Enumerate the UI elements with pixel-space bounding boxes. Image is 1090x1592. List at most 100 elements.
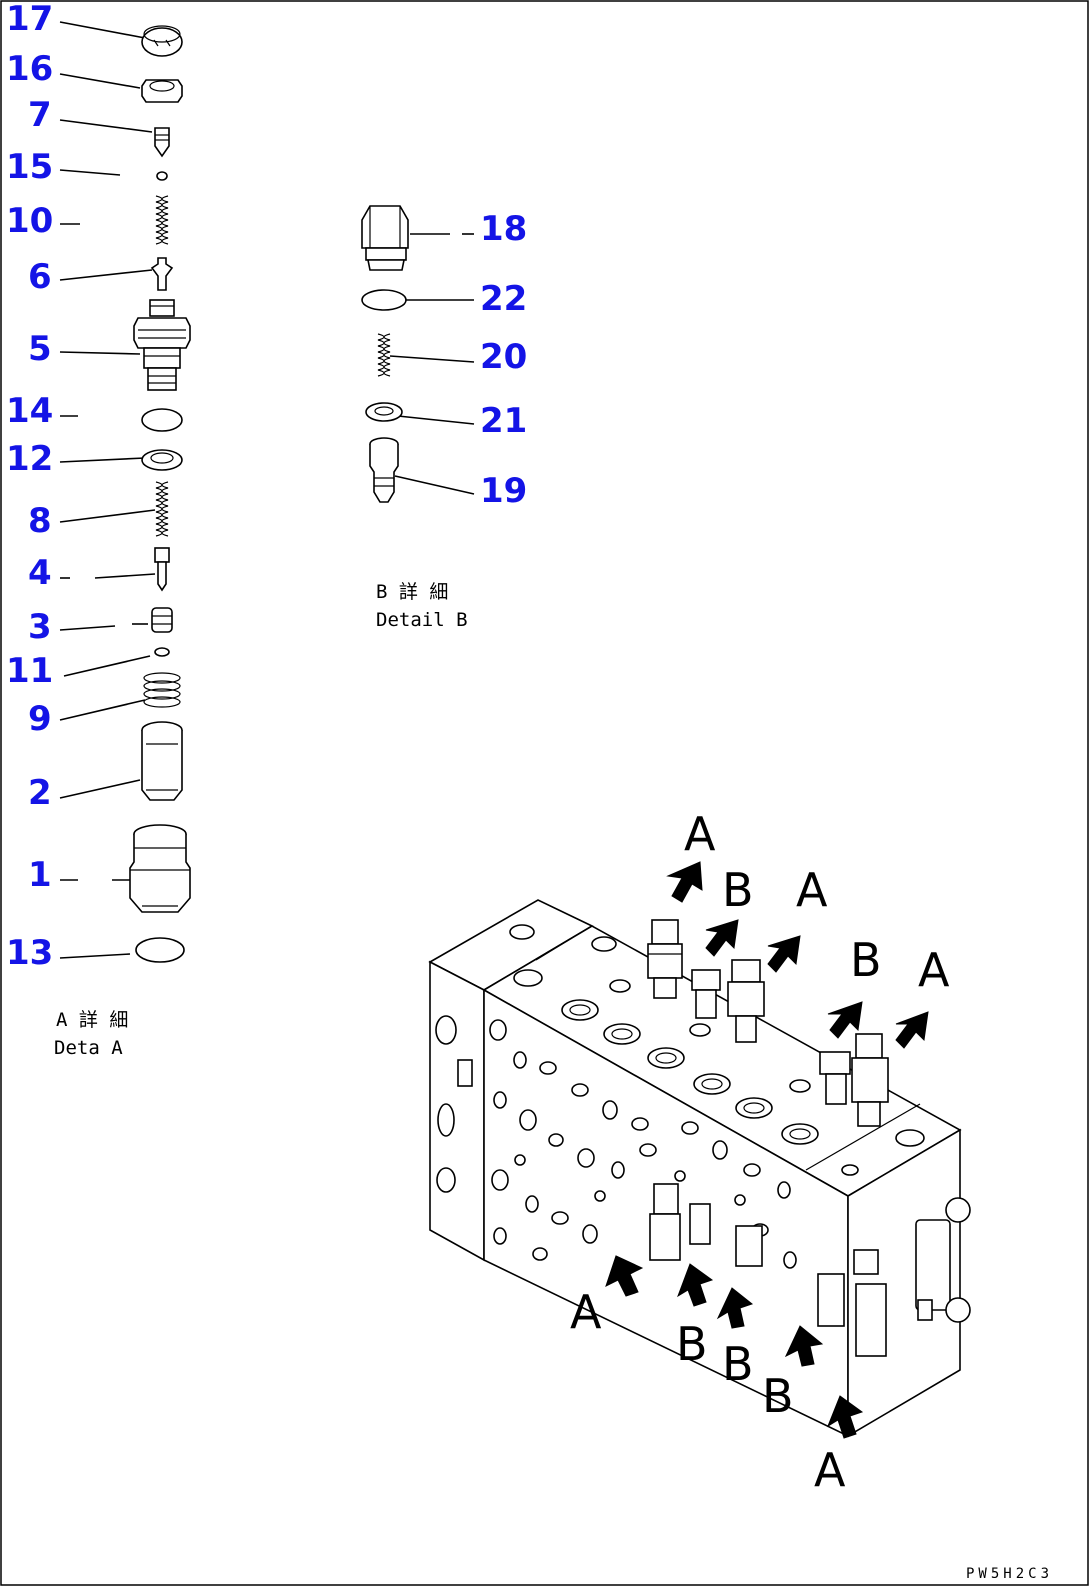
front-valves — [649, 1183, 887, 1357]
part-number-2[interactable]: 2 — [28, 773, 52, 813]
part-number-15[interactable]: 15 — [6, 147, 53, 187]
callout-a-3[interactable]: A — [918, 943, 950, 997]
part-9-spring — [143, 672, 181, 708]
front-port — [525, 1195, 539, 1213]
part-number-9[interactable]: 9 — [28, 699, 52, 739]
front-port — [712, 1140, 728, 1160]
part-8-spring — [155, 481, 169, 537]
part-4-piston — [154, 547, 170, 592]
front-port — [551, 1211, 569, 1225]
front-port — [594, 1190, 606, 1202]
callout-b-4[interactable]: B — [722, 1337, 754, 1391]
detail-a-caption-en: Deta A — [54, 1037, 123, 1059]
part-number-14[interactable]: 14 — [6, 391, 53, 431]
callout-a-1[interactable]: A — [684, 807, 716, 861]
part-2-spool — [141, 721, 183, 801]
callout-b-2[interactable]: B — [850, 933, 882, 987]
detail-b-parts — [361, 205, 409, 503]
part-13-o-ring — [135, 937, 185, 963]
front-port — [491, 1169, 509, 1191]
part-number-16[interactable]: 16 — [6, 49, 53, 89]
part-number-1[interactable]: 1 — [28, 855, 52, 895]
callout-b-1[interactable]: B — [722, 863, 754, 917]
part-number-5[interactable]: 5 — [28, 329, 52, 369]
valve-body-end — [847, 1128, 961, 1438]
part-number-11[interactable]: 11 — [6, 651, 53, 691]
part-number-22[interactable]: 22 — [480, 279, 527, 319]
callout-b-3[interactable]: B — [676, 1317, 708, 1371]
part-number-20[interactable]: 20 — [480, 337, 527, 377]
part-17-cap — [141, 25, 183, 57]
detail-b-callouts: 18 22 20 21 19 — [480, 209, 527, 511]
part-number-7[interactable]: 7 — [28, 95, 52, 135]
part-number-4[interactable]: 4 — [28, 553, 52, 593]
front-port — [582, 1224, 598, 1244]
part-16-nut — [141, 79, 183, 103]
control-valve-assembly: A B A B A A B B B A — [428, 807, 971, 1497]
part-14-o-ring — [141, 408, 183, 432]
part-number-3[interactable]: 3 — [28, 607, 52, 647]
callout-a-5[interactable]: A — [814, 1443, 846, 1497]
detail-b-caption-jp: B 詳 細 — [376, 581, 448, 603]
part-number-8[interactable]: 8 — [28, 501, 52, 541]
front-port — [571, 1083, 589, 1097]
part-number-18[interactable]: 18 — [480, 209, 527, 249]
part-6-poppet — [150, 257, 174, 291]
callout-b-5[interactable]: B — [762, 1369, 794, 1423]
callout-a-4[interactable]: A — [570, 1285, 602, 1339]
drawing-code: PW5H2C3 — [966, 1566, 1053, 1582]
part-11-ring — [154, 647, 170, 657]
relief-valve-5 — [851, 1033, 889, 1127]
part-number-12[interactable]: 12 — [6, 439, 53, 479]
front-port — [743, 1163, 761, 1177]
front-port — [681, 1121, 699, 1135]
part-5-valve-body — [133, 299, 191, 391]
top-relief-valves — [647, 919, 889, 1127]
part-number-10[interactable]: 10 — [6, 201, 53, 241]
part-15-ring — [156, 171, 168, 181]
part-number-21[interactable]: 21 — [480, 401, 527, 441]
front-port — [519, 1109, 537, 1131]
relief-valve-3 — [727, 959, 765, 1043]
part-number-13[interactable]: 13 — [6, 933, 53, 973]
front-port — [548, 1133, 564, 1147]
relief-valve-1 — [647, 919, 683, 999]
part-1-housing — [129, 824, 191, 913]
detail-a-leaders — [59, 21, 156, 959]
part-21-washer — [365, 402, 403, 422]
front-port — [539, 1061, 557, 1075]
front-port — [611, 1161, 625, 1179]
part-number-6[interactable]: 6 — [28, 257, 52, 297]
callout-letters: A B A B A A B B B A — [570, 807, 950, 1497]
front-port — [489, 1019, 507, 1041]
front-port — [631, 1117, 649, 1131]
detail-a-callouts: 17 16 7 15 10 6 5 14 12 8 4 3 11 9 2 1 1… — [6, 0, 53, 973]
detail-a-caption-jp: A 詳 細 — [56, 1009, 128, 1031]
callout-a-2[interactable]: A — [796, 863, 828, 917]
part-number-19[interactable]: 19 — [480, 471, 527, 511]
front-port — [514, 1154, 526, 1166]
part-3-sleeve — [151, 607, 173, 633]
relief-valve-2 — [691, 969, 721, 1019]
relief-valve-4 — [819, 1051, 851, 1105]
front-port — [734, 1194, 746, 1206]
detail-b-caption-en: Detail B — [376, 609, 468, 631]
part-22-o-ring — [361, 289, 407, 311]
front-port — [602, 1100, 618, 1120]
part-10-spring — [155, 195, 169, 245]
part-18-plug — [361, 205, 409, 271]
front-port — [783, 1251, 797, 1269]
end-block-ports — [435, 1015, 473, 1193]
top-ports — [509, 924, 925, 1176]
part-number-17[interactable]: 17 — [6, 0, 53, 39]
part-12-backup-ring — [141, 449, 183, 471]
front-port — [577, 1148, 595, 1168]
part-7-poppet — [154, 127, 170, 158]
end-block-side — [429, 960, 485, 1262]
front-port — [493, 1091, 507, 1109]
front-port — [639, 1143, 657, 1157]
detail-a-parts — [129, 25, 191, 963]
front-port — [674, 1170, 686, 1182]
